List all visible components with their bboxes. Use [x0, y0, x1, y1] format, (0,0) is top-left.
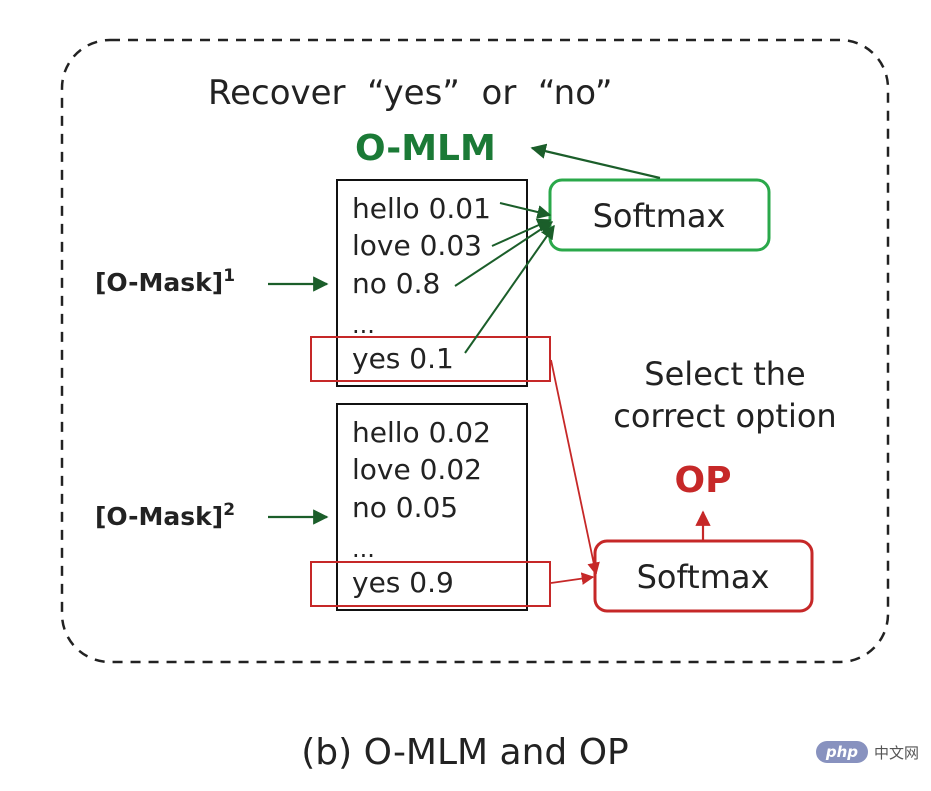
arrow-yes-to-softmax: [464, 224, 555, 354]
op-label: OP: [675, 460, 732, 501]
mask1-label: [O-Mask]1: [95, 266, 235, 297]
mask2-item-ellipsis: ...: [352, 535, 375, 563]
mask1-item-no: no 0.8: [352, 267, 440, 300]
arrow-yes1-to-op-softmax: [550, 359, 600, 576]
mask2-item-no: no 0.05: [352, 491, 458, 524]
recover-caption: Recover “yes” or “no”: [208, 73, 612, 113]
arrow-hello-to-softmax: [499, 202, 552, 219]
mask1-item-ellipsis: ...: [352, 311, 375, 339]
dashed-frame: [60, 38, 890, 664]
arrow-no-to-softmax: [454, 221, 554, 287]
mask2-item-hello: hello 0.02: [352, 416, 491, 449]
php-watermark: php 中文网: [815, 739, 919, 765]
mask1-vocab-box: [336, 179, 528, 387]
omlm-label: O-MLM: [355, 128, 496, 169]
select-caption-line1: Select the: [644, 355, 805, 393]
select-caption-line2: correct option: [613, 397, 836, 435]
mask1-item-hello: hello 0.01: [352, 192, 491, 225]
softmax-bottom-box: [593, 539, 814, 613]
mask1-yes-highlight: [310, 336, 551, 382]
softmax-bottom-label: Softmax: [637, 558, 770, 596]
mask2-item-love: love 0.02: [352, 453, 482, 486]
softmax-top-label: Softmax: [593, 197, 726, 235]
mask2-yes-highlight: [310, 561, 551, 607]
mask2-item-yes: yes 0.9: [352, 566, 454, 599]
figure-caption: (b) O-MLM and OP: [301, 732, 629, 773]
mask2-label: [O-Mask]2: [95, 500, 235, 531]
php-logo: php: [815, 741, 868, 763]
watermark-text: 中文网: [873, 743, 919, 762]
softmax-to-omlm-arrow: [530, 143, 661, 180]
mask1-item-yes: yes 0.1: [352, 342, 454, 375]
arrow-yes2-to-op-softmax: [550, 572, 595, 585]
mask1-item-love: love 0.03: [352, 229, 482, 262]
mask2-vocab-box: [336, 403, 528, 611]
